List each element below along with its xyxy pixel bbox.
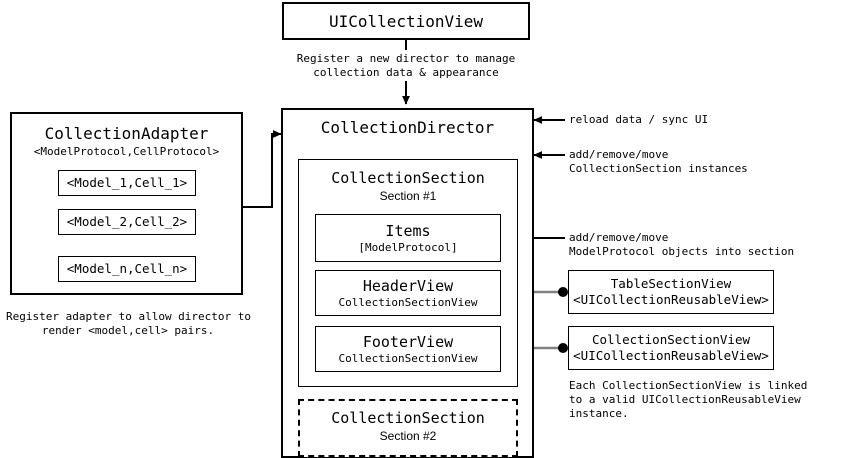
annotation-add-remove-models: add/remove/move ModelProtocol objects in…	[569, 231, 795, 258]
node-collectiondirector-label: CollectionDirector	[320, 118, 495, 137]
node-uicollectionview-label: UICollectionView	[328, 11, 484, 31]
node-uicollectionview[interactable]: UICollectionView	[282, 2, 530, 40]
node-tablesectionview-generics: <UICollectionReusableView>	[573, 292, 769, 307]
node-collectionsectionview-label: CollectionSectionView	[591, 332, 751, 347]
adapter-pair-n-label: <Model_n,Cell_n>	[66, 261, 188, 276]
annotation-register-adapter: Register adapter to allow director to re…	[6, 310, 252, 337]
node-footerview-label: FooterView	[362, 332, 454, 351]
adapter-pair-2[interactable]: <Model_2,Cell_2>	[58, 209, 196, 235]
node-collectionsection-2[interactable]: CollectionSection Section #2	[298, 399, 518, 457]
annotation-add-remove-sections: add/remove/move CollectionSection instan…	[569, 148, 748, 175]
node-tablesectionview-label: TableSectionView	[610, 276, 732, 291]
connector-adapter-to-director	[243, 130, 282, 208]
node-collectionsectionview[interactable]: CollectionSectionView <UICollectionReusa…	[568, 326, 774, 370]
adapter-pair-n[interactable]: <Model_n,Cell_n>	[58, 256, 196, 282]
node-footerview[interactable]: FooterView CollectionSectionView	[315, 326, 501, 372]
node-headerview[interactable]: HeaderView CollectionSectionView	[315, 270, 501, 316]
node-collectionadapter-label: CollectionAdapter	[44, 124, 209, 143]
node-headerview-subtitle: CollectionSectionView	[338, 295, 478, 309]
annotation-linked-reusable-view: Each CollectionSectionView is linked to …	[569, 379, 808, 420]
node-tablesectionview[interactable]: TableSectionView <UICollectionReusableVi…	[568, 270, 774, 314]
node-collectionsection-2-subtitle: Section #2	[379, 429, 437, 443]
node-headerview-label: HeaderView	[362, 276, 454, 295]
node-items-subtitle: [ModelProtocol]	[358, 240, 458, 254]
node-collectionsection-1-label: CollectionSection	[331, 169, 485, 187]
adapter-pair-2-label: <Model_2,Cell_2>	[66, 214, 188, 229]
connector-dot-footerview	[558, 343, 568, 353]
connector-dot-headerview	[558, 287, 568, 297]
adapter-pair-1-label: <Model_1,Cell_1>	[66, 175, 188, 190]
node-items[interactable]: Items [ModelProtocol]	[315, 214, 501, 262]
node-footerview-subtitle: CollectionSectionView	[338, 351, 478, 365]
adapter-pair-1[interactable]: <Model_1,Cell_1>	[58, 170, 196, 196]
node-collectionadapter-generics: <ModelProtocol,CellProtocol>	[33, 145, 220, 158]
node-collectionsection-1-subtitle: Section #1	[379, 189, 437, 203]
annotation-reload-data: reload data / sync UI	[569, 113, 709, 126]
annotation-register-director: Register a new director to manage collec…	[296, 52, 516, 79]
node-items-label: Items	[385, 221, 431, 240]
node-collectionsectionview-generics: <UICollectionReusableView>	[573, 348, 769, 363]
node-collectionsection-2-label: CollectionSection	[331, 409, 485, 427]
